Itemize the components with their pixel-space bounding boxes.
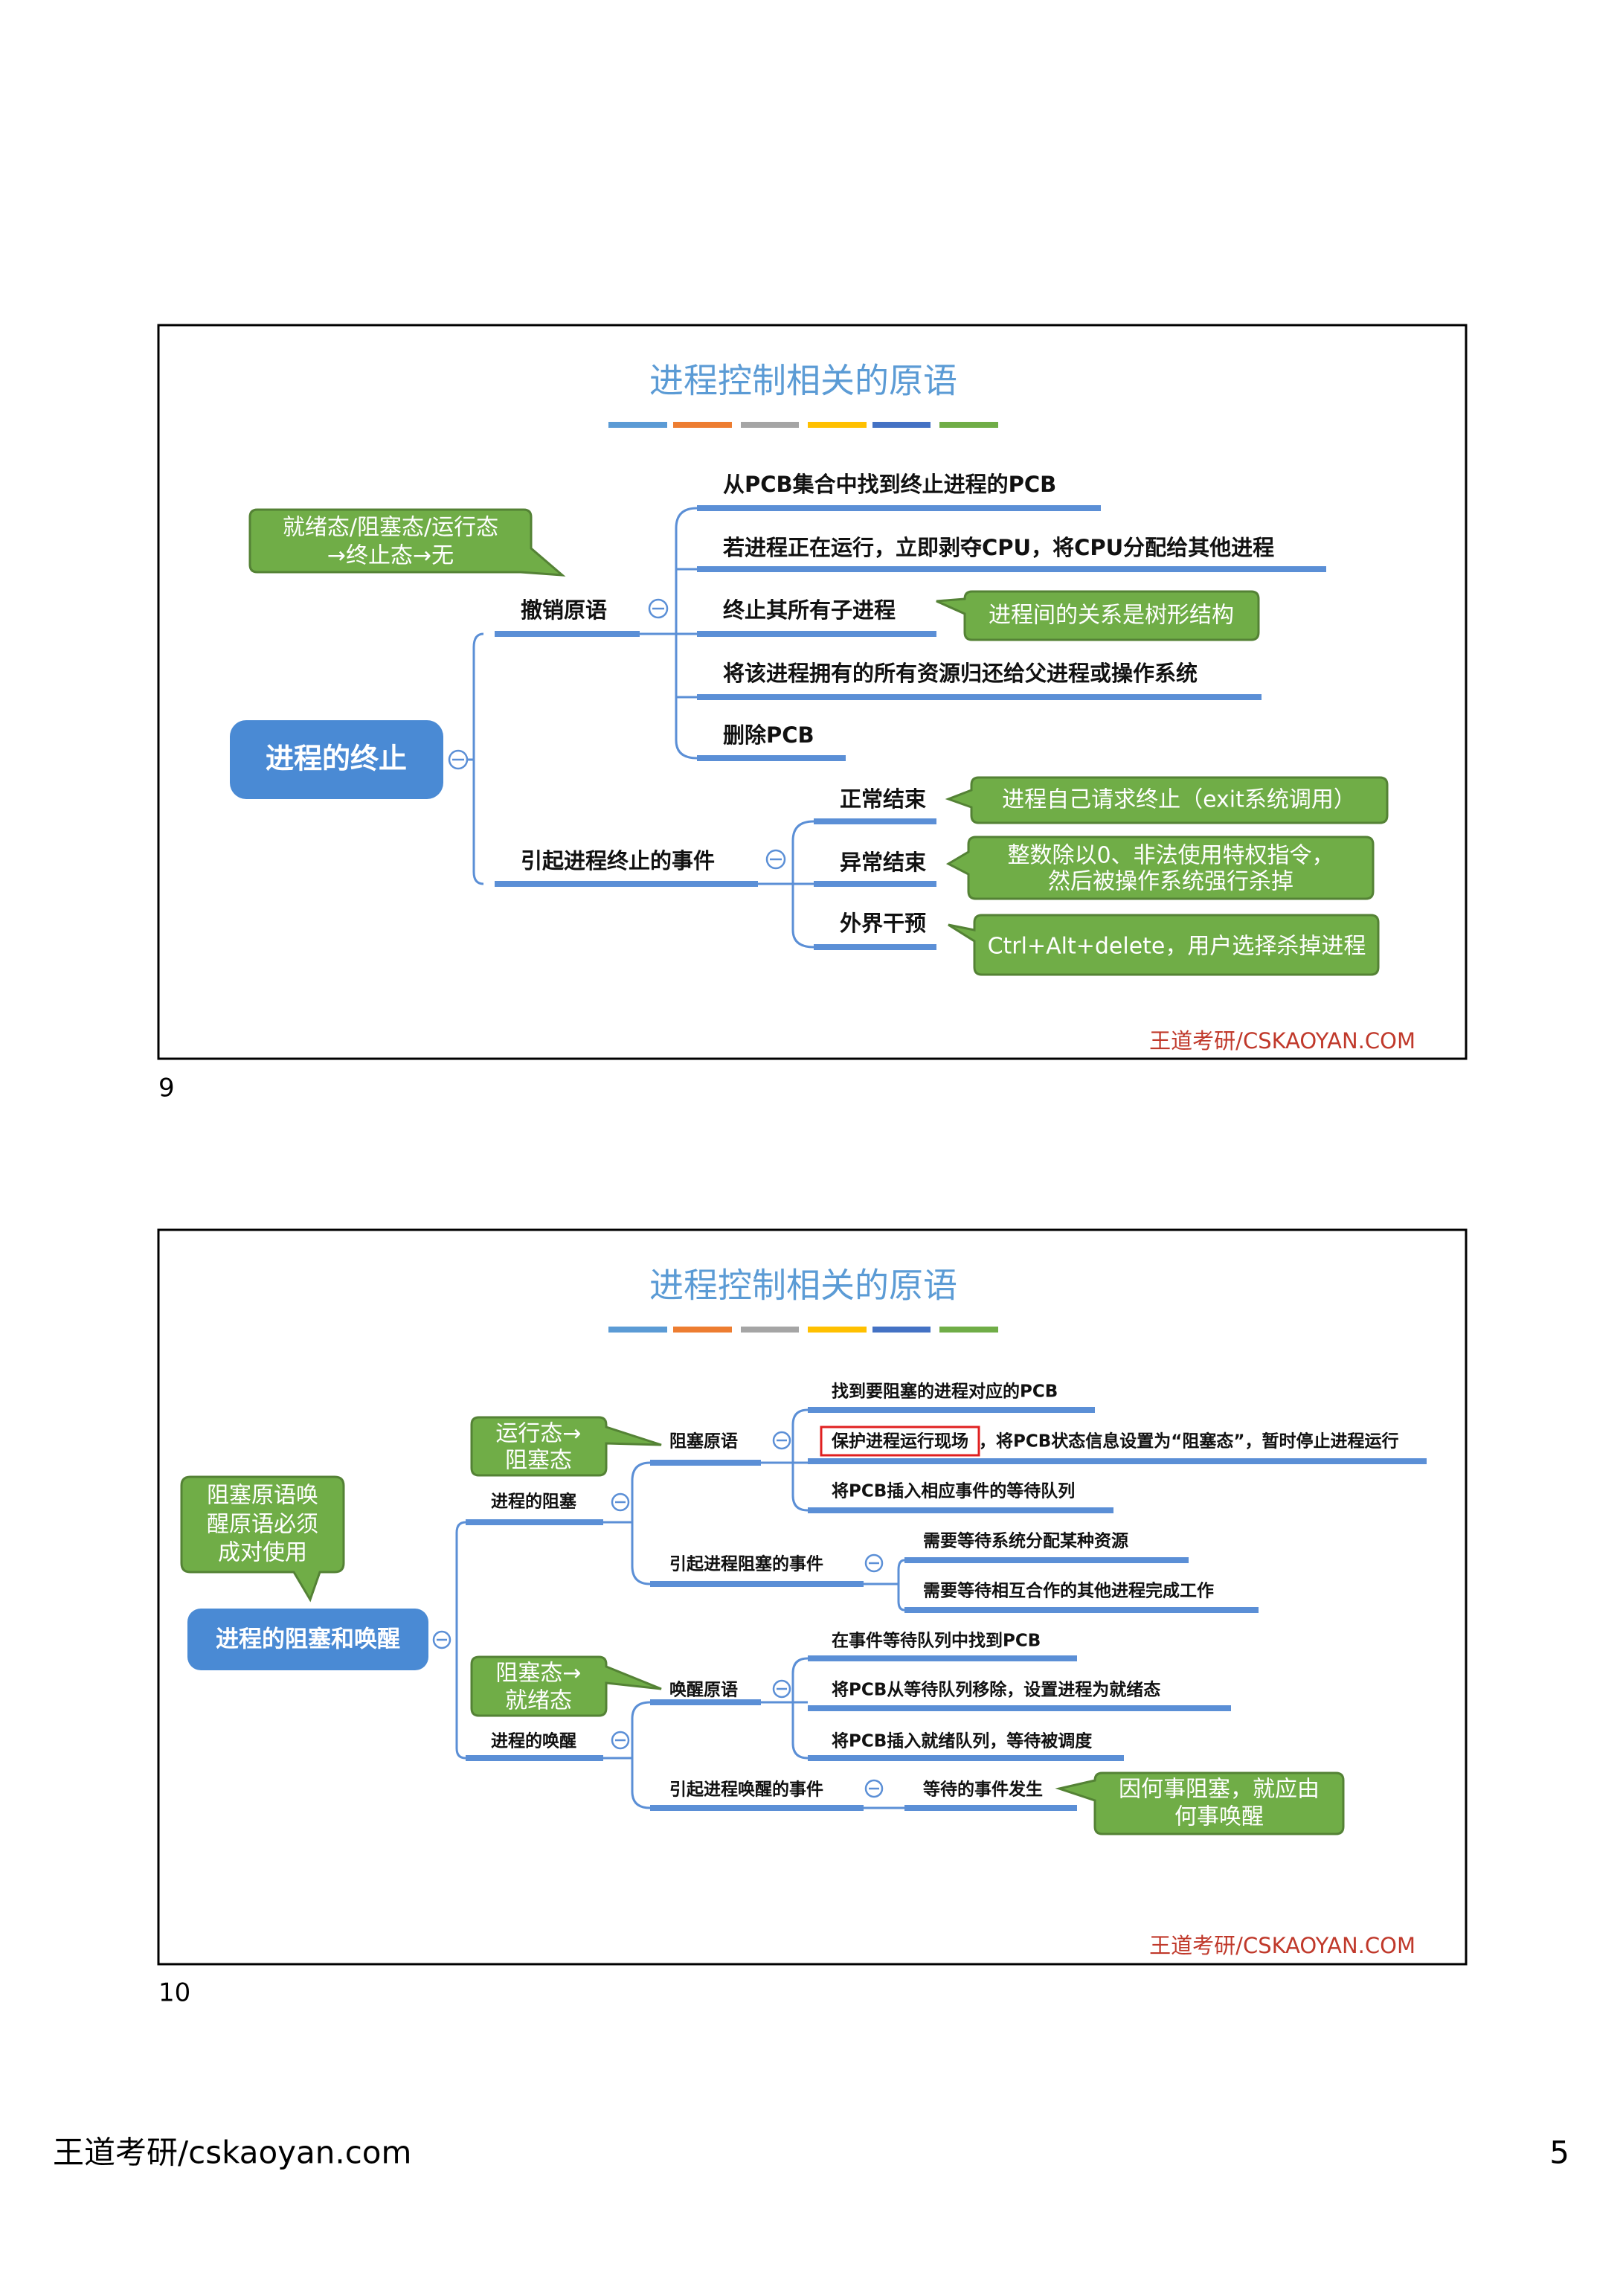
child-node: 将PCB插入相应事件的等待队列 xyxy=(832,1481,1075,1501)
color-bar xyxy=(808,422,867,428)
connector xyxy=(603,1461,651,1585)
child-node: 需要等待相互合作的其他进程完成工作 xyxy=(923,1581,1214,1601)
connector xyxy=(761,1408,809,1512)
branch-label: 引起进程终止的事件 xyxy=(521,848,715,873)
child-node: 在事件等待队列中找到PCB xyxy=(832,1631,1041,1651)
callout-text: 就绪态 xyxy=(505,1688,572,1714)
connector xyxy=(864,1559,905,1612)
root-node-label: 进程的终止 xyxy=(266,743,407,775)
primitive-label: 阻塞原语 xyxy=(669,1431,738,1452)
child-node-highlight: 保护进程运行现场 xyxy=(831,1431,968,1452)
callout-text: Ctrl+Alt+delete，用户选择杀掉进程 xyxy=(988,934,1366,960)
connector xyxy=(758,820,814,949)
callout-text: 就绪态/阻塞态/运行态 xyxy=(283,515,498,541)
branch-label: 进程的唤醒 xyxy=(491,1731,576,1751)
color-bar xyxy=(872,1327,931,1333)
slide-frame xyxy=(157,1228,1468,1966)
child-node: 若进程正在运行，立即剥夺CPU，将CPU分配给其他进程 xyxy=(723,535,1274,560)
events-label: 引起进程阻塞的事件 xyxy=(669,1554,823,1574)
child-node: 将PCB插入就绪队列，等待被调度 xyxy=(832,1731,1093,1751)
footer-site: 王道考研/cskaoyan.com xyxy=(53,2135,411,2171)
color-bar xyxy=(741,422,799,428)
callout-cause: 因何事阻塞，就应由 何事唤醒 xyxy=(1055,1771,1345,1835)
slide-9: 进程控制相关的原语 进程的终止 撤销原语 从PCB集合中找到终止进程的PCB 若… xyxy=(157,324,1468,1060)
slide-10: 进程控制相关的原语 进程的阻塞和唤醒 进程的阻塞 阻塞原语 找到要阻塞的进程对应… xyxy=(157,1228,1468,1966)
slide-number: 10 xyxy=(158,1978,190,2008)
child-node: 从PCB集合中找到终止进程的PCB xyxy=(723,472,1056,497)
callout-text: 阻塞态 xyxy=(505,1448,572,1474)
child-node: 等待的事件发生 xyxy=(923,1780,1043,1800)
child-node: 需要等待系统分配某种资源 xyxy=(923,1531,1128,1551)
callout-run-block: 运行态→ 阻塞态 xyxy=(470,1416,662,1477)
child-node: 将PCB从等待队列移除，设置进程为就绪态 xyxy=(832,1680,1160,1700)
callout-normal: 进程自己请求终止（exit系统调用） xyxy=(945,776,1389,824)
child-node: 正常结束 xyxy=(840,786,926,812)
callout-text: 阻塞原语唤 xyxy=(207,1483,318,1509)
child-node: 找到要阻塞的进程对应的PCB xyxy=(832,1382,1058,1402)
color-bar xyxy=(608,422,667,428)
child-node: 删除PCB xyxy=(723,722,814,748)
callout-text: 进程间的关系是树形结构 xyxy=(989,603,1234,629)
slide-title: 进程控制相关的原语 xyxy=(649,1266,957,1306)
callout-text: 运行态→ xyxy=(495,1421,581,1447)
color-bars xyxy=(608,422,998,428)
callout-block-ready: 阻塞态→ 就绪态 xyxy=(470,1655,662,1717)
slide-credit: 王道考研/CSKAOYAN.COM xyxy=(1149,1933,1415,1958)
callout-text: 整数除以0、非法使用特权指令， xyxy=(1007,843,1334,869)
callout-text: 因何事阻塞，就应由 xyxy=(1119,1777,1320,1803)
page-number: 5 xyxy=(1549,2135,1569,2171)
callout-text: 然后被操作系统强行杀掉 xyxy=(1048,869,1293,895)
child-node: 将该进程拥有的所有资源归还给父进程或操作系统 xyxy=(723,661,1198,686)
callout-abnormal: 整数除以0、非法使用特权指令， 然后被操作系统强行杀掉 xyxy=(945,836,1375,900)
callout-tree: 进程间的关系是树形结构 xyxy=(936,590,1260,641)
color-bar xyxy=(939,1327,998,1333)
connector xyxy=(676,568,697,699)
highlight-box xyxy=(820,1426,980,1457)
callout-text: 进程自己请求终止（exit系统调用） xyxy=(1002,787,1356,813)
connector xyxy=(603,1701,651,1809)
color-bar xyxy=(673,1327,732,1333)
color-bar xyxy=(608,1327,667,1333)
root-node xyxy=(230,720,443,799)
child-node: 外界干预 xyxy=(840,911,926,936)
callout-pair: 阻塞原语唤 醒原语必须 成对使用 xyxy=(180,1475,345,1603)
color-bars xyxy=(608,1327,998,1333)
callout-external: Ctrl+Alt+delete，用户选择杀掉进程 xyxy=(948,914,1380,976)
connector xyxy=(455,1521,466,1760)
connector xyxy=(467,632,484,885)
branch-label: 撤销原语 xyxy=(521,597,607,623)
callout-states: 就绪态/阻塞态/运行态 →终止态→无 xyxy=(248,508,566,577)
child-node: 终止其所有子进程 xyxy=(723,597,896,623)
branch-label: 进程的阻塞 xyxy=(491,1492,576,1512)
color-bar xyxy=(673,422,732,428)
color-bar xyxy=(808,1327,867,1333)
color-bar xyxy=(872,422,931,428)
color-bar xyxy=(939,422,998,428)
callout-text: 阻塞态→ xyxy=(495,1661,581,1687)
connector xyxy=(761,1657,809,1760)
primitive-label: 唤醒原语 xyxy=(669,1680,738,1700)
callout-text: 醒原语必须 xyxy=(207,1512,318,1538)
slide-number: 9 xyxy=(158,1074,175,1103)
callout-text: 成对使用 xyxy=(218,1540,307,1566)
events-label: 引起进程唤醒的事件 xyxy=(669,1780,823,1800)
slide-credit: 王道考研/CSKAOYAN.COM xyxy=(1149,1028,1415,1054)
callout-text: →终止态→无 xyxy=(327,543,454,569)
root-node-label: 进程的阻塞和唤醒 xyxy=(216,1626,400,1653)
color-bar xyxy=(741,1327,799,1333)
root-node xyxy=(187,1609,428,1670)
slide-title: 进程控制相关的原语 xyxy=(649,361,957,401)
child-node: ，将PCB状态信息设置为“阻塞态”，暂时停止进程运行 xyxy=(979,1431,1399,1452)
child-node: 异常结束 xyxy=(840,850,926,875)
callout-text: 何事唤醒 xyxy=(1174,1804,1264,1830)
